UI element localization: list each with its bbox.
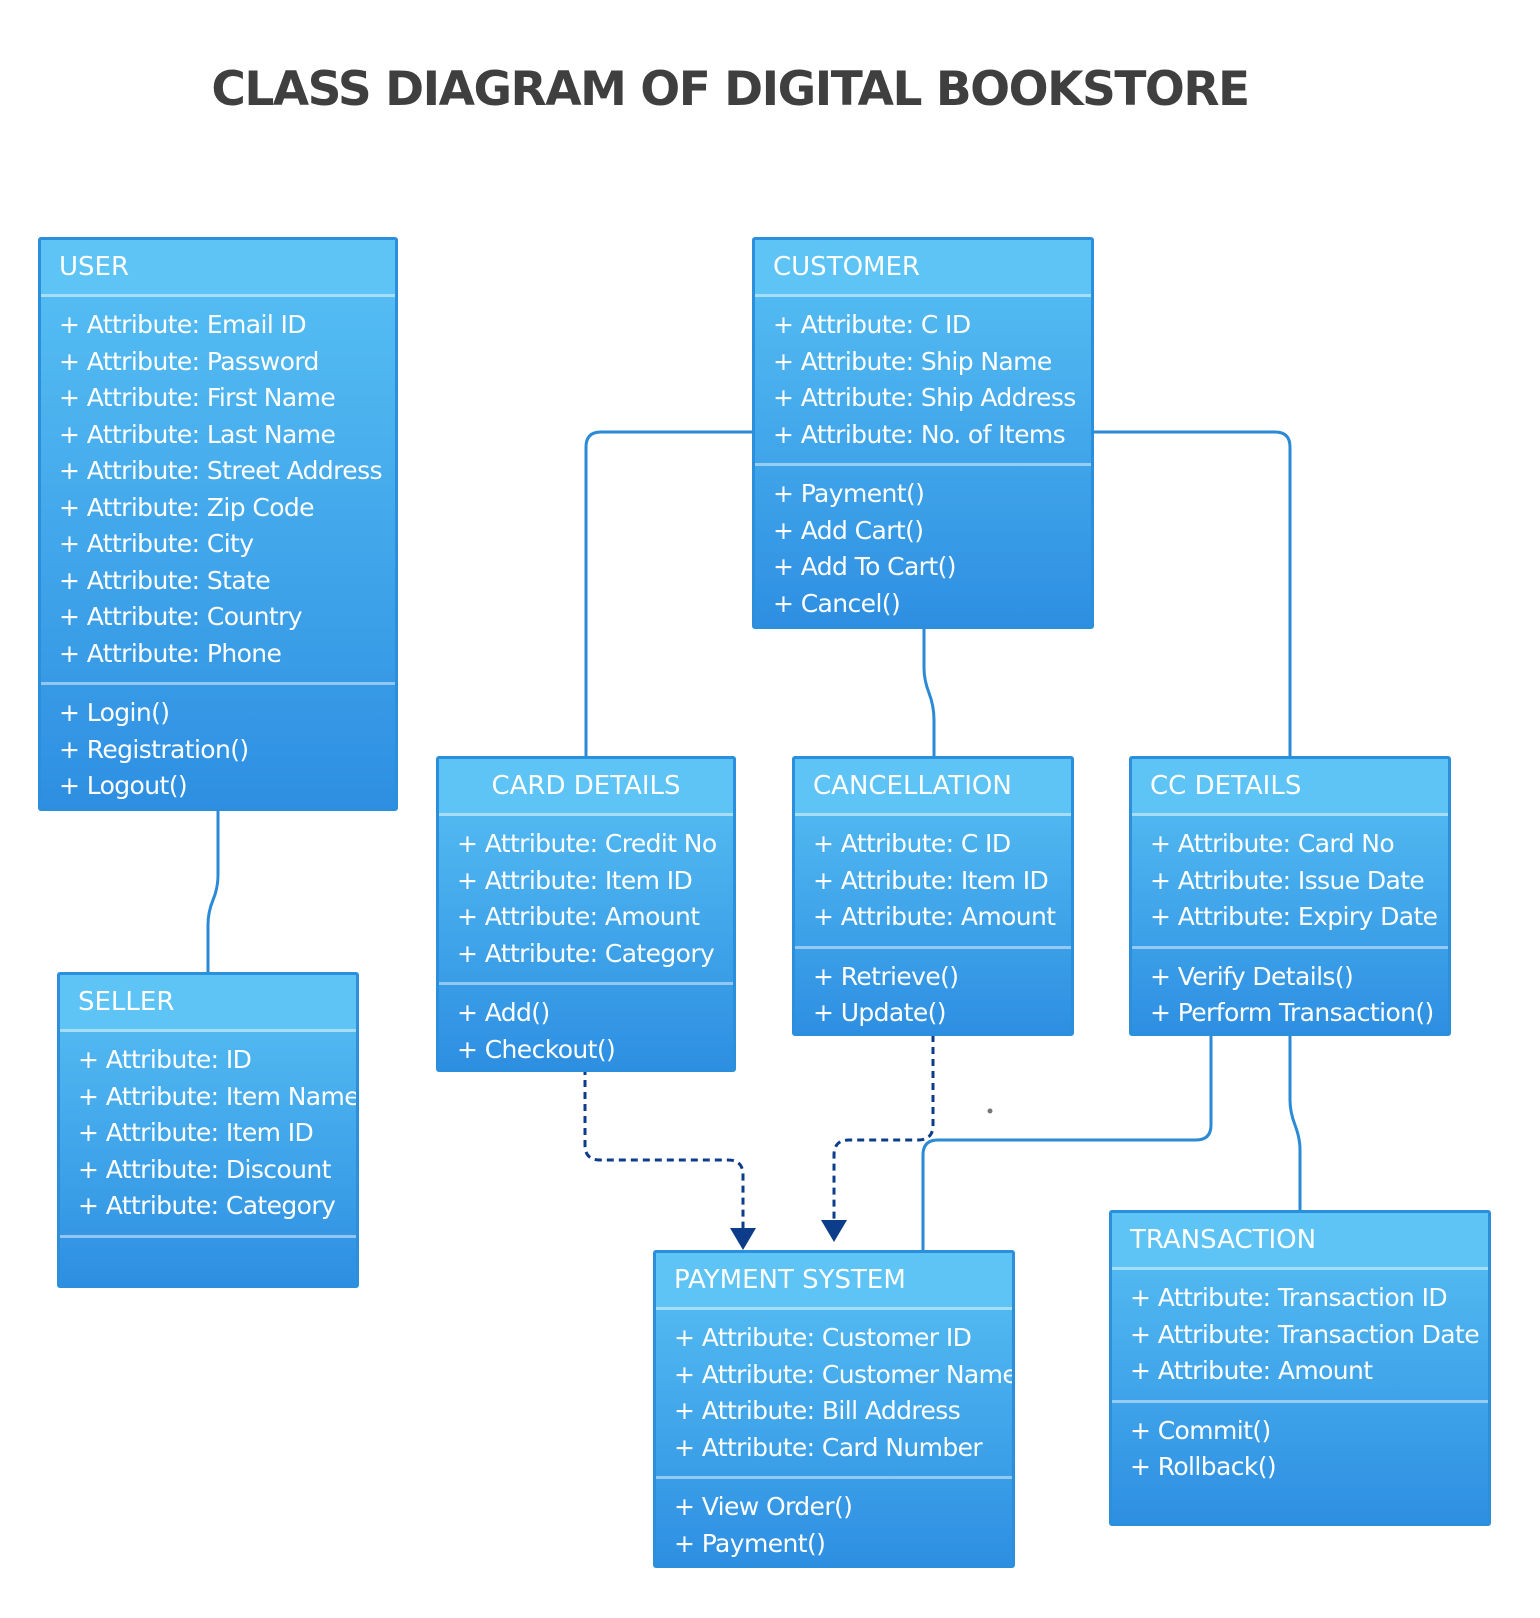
attribute: + Attribute: Zip Code — [59, 492, 315, 522]
attributes-section: + Attribute: Credit No + Attribute: Item… — [439, 816, 733, 985]
method: + View Order() — [674, 1492, 853, 1521]
stray-dot — [987, 1108, 993, 1114]
attributes-section: + Attribute: Email ID + Attribute: Passw… — [41, 297, 395, 685]
methods-section: + Commit() + Rollback() — [1112, 1403, 1488, 1496]
method: + Rollback() — [1130, 1452, 1277, 1481]
method: + Update() — [813, 998, 947, 1027]
class-name: TRANSACTION — [1112, 1213, 1488, 1270]
attribute: + Attribute: Credit No — [457, 829, 717, 858]
customer-card-details-connector — [584, 430, 752, 756]
attribute: + Attribute: Customer ID — [674, 1323, 972, 1352]
arrowhead-icon — [821, 1220, 847, 1242]
class-user[interactable]: USER + Attribute: Email ID + Attribute: … — [38, 237, 398, 811]
attribute: + Attribute: Country — [59, 602, 303, 631]
attributes-section: + Attribute: Customer ID + Attribute: Cu… — [656, 1310, 1012, 1479]
attributes-section: + Attribute: ID + Attribute: Item Name +… — [60, 1032, 356, 1238]
attribute: + Attribute: Customer Name — [674, 1359, 1015, 1389]
attribute: + Attribute: First Name — [59, 383, 336, 412]
class-payment-system[interactable]: PAYMENT SYSTEM + Attribute: Customer ID … — [653, 1250, 1015, 1568]
attribute: + Attribute: State — [59, 565, 271, 595]
attribute: + Attribute: Password — [59, 346, 319, 376]
method: + Cancel() — [773, 588, 901, 618]
class-cancellation[interactable]: CANCELLATION + Attribute: C ID + Attribu… — [792, 756, 1074, 1036]
class-name: USER — [41, 240, 395, 297]
method: + Add Cart() — [773, 515, 924, 545]
attributes-section: + Attribute: Card No + Attribute: Issue … — [1132, 816, 1448, 949]
method: + Add() — [457, 998, 550, 1027]
diagram-title: CLASS DIAGRAM OF DIGITAL BOOKSTORE — [211, 62, 1250, 117]
methods-section: + Verify Details() + Perform Transaction… — [1132, 949, 1448, 1034]
customer-cancellation-connector — [922, 628, 936, 756]
methods-section: + Retrieve() + Update() — [795, 949, 1071, 1034]
methods-section: + Payment() + Add Cart() + Add To Cart()… — [755, 466, 1091, 626]
class-name: CARD DETAILS — [439, 759, 733, 816]
attributes-section: + Attribute: C ID + Attribute: Ship Name… — [755, 297, 1091, 466]
class-name: CANCELLATION — [795, 759, 1071, 816]
cc-details-payment-connector — [921, 1035, 1213, 1250]
attribute: + Attribute: Discount — [78, 1154, 331, 1184]
attribute: + Attribute: Category — [457, 938, 715, 968]
attribute: + Attribute: Transaction Date + Attribut… — [1130, 1319, 1480, 1386]
attributes-section: + Attribute: Transaction ID + Attribute:… — [1112, 1270, 1488, 1403]
method: + Logout() — [59, 771, 188, 800]
attribute: + Attribute: Amount — [813, 902, 1056, 931]
methods-section: + Login() + Registration() + Logout() — [41, 685, 395, 808]
method: + Payment() — [674, 1528, 826, 1558]
class-cc-details[interactable]: CC DETAILS + Attribute: Card No + Attrib… — [1129, 756, 1451, 1036]
attribute: + Attribute: Street Address — [59, 456, 383, 485]
attributes-section: + Attribute: C ID + Attribute: Item ID +… — [795, 816, 1071, 949]
class-customer[interactable]: CUSTOMER + Attribute: C ID + Attribute: … — [752, 237, 1094, 629]
class-name: PAYMENT SYSTEM — [656, 1253, 1012, 1310]
class-card-details[interactable]: CARD DETAILS + Attribute: Credit No + At… — [436, 756, 736, 1072]
attribute: + Attribute: Card No — [1150, 829, 1395, 858]
methods-section: + View Order() + Payment() — [656, 1479, 1012, 1565]
method: + Checkout() — [457, 1034, 616, 1064]
arrowhead-icon — [730, 1228, 756, 1250]
class-name: CUSTOMER — [755, 240, 1091, 297]
attribute: + Attribute: Amount — [457, 902, 700, 931]
method: + Perform Transaction() — [1150, 998, 1434, 1027]
method: + Retrieve() — [813, 961, 959, 991]
method: + Payment() — [773, 479, 925, 508]
method: + Commit() — [1130, 1415, 1271, 1445]
class-transaction[interactable]: TRANSACTION + Attribute: Transaction ID … — [1109, 1210, 1491, 1526]
attribute: + Attribute: Ship Name — [773, 346, 1052, 376]
method: + Verify Details() — [1150, 961, 1354, 991]
attribute: + Attribute: Transaction ID — [1130, 1283, 1448, 1312]
card-details-payment-dependency — [583, 1068, 745, 1228]
methods-section — [60, 1238, 356, 1258]
attribute: + Attribute: Email ID — [59, 310, 307, 339]
cc-details-transaction-connector — [1288, 1035, 1302, 1210]
attribute: + Attribute: Phone — [59, 638, 282, 668]
attribute: + Attribute: C ID — [773, 310, 971, 339]
customer-cc-details-connector — [1093, 430, 1292, 756]
class-name: CC DETAILS — [1132, 759, 1448, 816]
method: + Add To Cart() — [773, 552, 956, 581]
attribute: + Attribute: ID — [78, 1045, 252, 1074]
cancellation-payment-dependency — [832, 1035, 935, 1220]
attribute: + Attribute: Item ID — [457, 865, 693, 895]
class-seller[interactable]: SELLER + Attribute: ID + Attribute: Item… — [57, 972, 359, 1288]
user-seller-connector — [206, 810, 220, 972]
attribute: + Attribute: Issue Date — [1150, 865, 1425, 895]
attribute: + Attribute: Category — [78, 1191, 336, 1220]
attribute: + Attribute: Item Name — [78, 1081, 359, 1111]
method: + Login() — [59, 698, 170, 727]
attribute: + Attribute: Expiry Date — [1150, 902, 1438, 931]
class-name: SELLER — [60, 975, 356, 1032]
method: + Registration() — [59, 734, 249, 764]
methods-section: + Add() + Checkout() — [439, 985, 733, 1069]
attribute: + Attribute: City — [59, 529, 254, 558]
attribute: + Attribute: C ID — [813, 829, 1011, 858]
attribute: + Attribute: No. of Items — [773, 419, 1066, 449]
attribute: + Attribute: Ship Address — [773, 383, 1076, 412]
attribute: + Attribute: Card Number — [674, 1432, 983, 1462]
attribute: + Attribute: Item ID — [78, 1118, 314, 1147]
attribute: + Attribute: Bill Address — [674, 1396, 961, 1425]
attribute: + Attribute: Item ID — [813, 865, 1049, 895]
attribute: + Attribute: Last Name — [59, 419, 336, 449]
